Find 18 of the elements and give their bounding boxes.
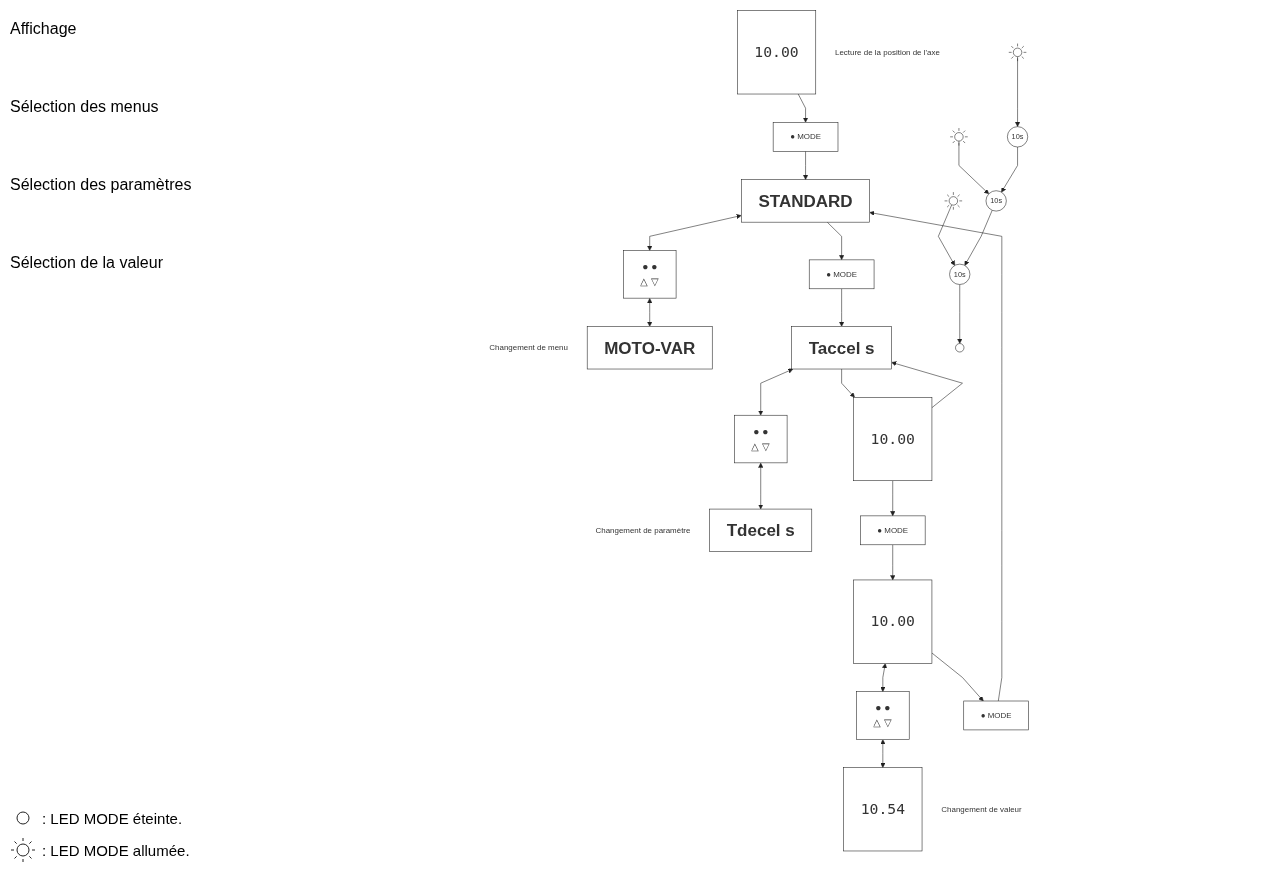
- legend-text: : LED MODE allumée.: [42, 841, 190, 859]
- node-box: Taccel s: [791, 325, 892, 369]
- node-box: 10.00: [853, 396, 933, 481]
- row-label: Sélection des paramètres: [10, 176, 193, 194]
- node-box: STANDARD: [741, 178, 870, 222]
- node-box: ● ● △ ▽: [856, 690, 910, 740]
- row-label: Sélection des menus: [10, 98, 160, 116]
- node-box: 10.00: [737, 9, 817, 94]
- node-box: Tdecel s: [709, 508, 813, 552]
- row-label: Sélection de la valeur: [10, 254, 164, 272]
- node-circle: [955, 342, 965, 352]
- node-box: MOTO-VAR: [586, 325, 713, 369]
- node-box: 10.54: [843, 766, 923, 851]
- node-box: ● ● △ ▽: [734, 414, 788, 463]
- row-label: Affichage: [10, 20, 78, 38]
- node-box: 10.00: [853, 579, 933, 664]
- legend-text: : LED MODE éteinte.: [42, 809, 183, 827]
- node-box: ● ● △ ▽: [623, 249, 677, 298]
